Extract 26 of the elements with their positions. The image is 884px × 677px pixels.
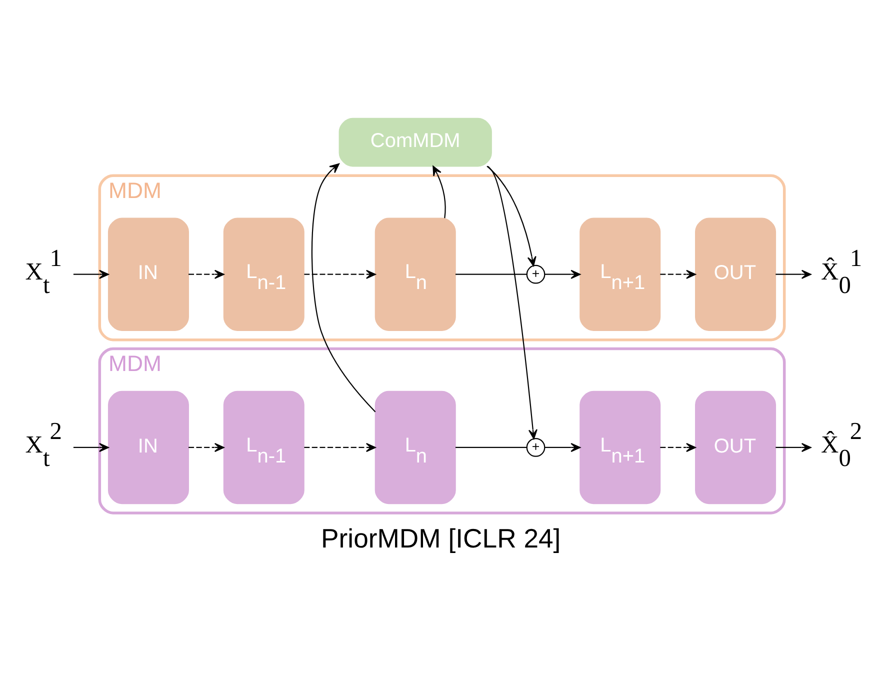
arrow	[660, 269, 696, 278]
arrow	[544, 269, 581, 278]
node-box: ComMDM	[338, 117, 492, 166]
arrow	[660, 442, 696, 452]
arrow	[188, 442, 224, 452]
arrow	[304, 442, 376, 452]
arrow	[432, 165, 446, 218]
node-box: IN	[108, 217, 189, 330]
arrow	[73, 269, 109, 278]
node-circle: +	[526, 438, 546, 456]
arrow	[776, 442, 812, 452]
arrow	[486, 165, 536, 266]
connector	[456, 273, 527, 274]
arrow	[311, 162, 376, 412]
node-box: IN	[108, 390, 189, 504]
arrow	[544, 442, 581, 452]
arrow	[488, 165, 538, 439]
arrow	[776, 269, 812, 278]
node-circle: +	[526, 264, 546, 284]
node-box: OUT	[695, 390, 776, 504]
arrow	[304, 269, 376, 278]
arrow	[188, 269, 224, 278]
caption: PriorMDM [ICLR 24]	[321, 523, 561, 554]
connector	[456, 446, 527, 448]
arrow	[73, 442, 109, 452]
node-box: OUT	[695, 217, 776, 330]
